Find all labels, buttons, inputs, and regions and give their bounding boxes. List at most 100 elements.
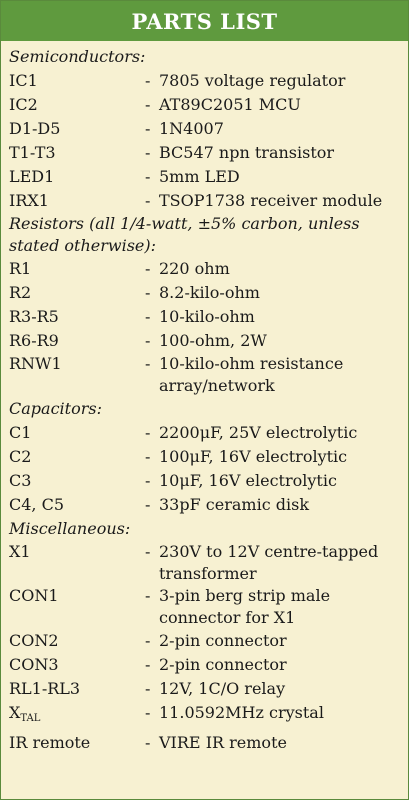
separator-dash: - [145,167,151,186]
part-ref-text: R6-R9 [9,331,59,350]
part-ref-text: D1-D5 [9,119,61,138]
separator-dash: - [145,586,151,605]
separator-dash: - [145,679,151,698]
part-ref-text: C1 [9,423,32,442]
part-description: 11.0592MHz crystal [159,701,400,731]
part-description: BC547 npn transistor [159,141,400,165]
part-ref: X1 [9,541,145,585]
separator-dash: - [145,259,151,278]
part-ref-text: R2 [9,283,32,302]
part-ref-text: IRX1 [9,191,49,210]
part-description: 12V, 1C/O relay [159,677,400,701]
part-description: TSOP1738 receiver module [159,189,400,213]
part-row: CON2 -2-pin connector [9,629,400,653]
separator-dash: - [145,631,151,650]
part-ref-text: R1 [9,259,32,278]
part-description: 10μF, 16V electrolytic [159,469,400,493]
part-description: 220 ohm [159,257,400,281]
separator-dash: - [145,307,151,326]
part-description-line: 230V to 12V centre-tapped [159,542,379,561]
part-description-line: transformer [159,564,257,583]
section-heading: Miscellaneous: [9,519,131,538]
section-heading: Semiconductors: [9,47,146,66]
part-row: C3 -10μF, 16V electrolytic [9,469,400,493]
part-description-line: VIRE IR remote [159,733,287,752]
separator-dash: - [145,703,151,722]
separator-dash: - [145,733,151,752]
part-ref-text: CON2 [9,631,59,650]
part-row: R3-R5-10-kilo-ohm [9,305,400,329]
part-row: T1-T3 -BC547 npn transistor [9,141,400,165]
part-ref: IC1 [9,69,145,93]
part-ref-subscript: TAL [20,713,41,724]
part-row: LED1 -5mm LED [9,165,400,189]
part-ref: XTAL [9,701,145,731]
part-ref: C1 [9,421,145,445]
separator-dash: - [145,655,151,674]
part-description: 2200μF, 25V electrolytic [159,421,400,445]
part-ref: LED1 [9,165,145,189]
part-description: 2-pin connector [159,629,400,653]
part-description-line: 5mm LED [159,167,240,186]
part-ref: IC2 [9,93,145,117]
part-description: 100-ohm, 2W [159,329,400,353]
part-ref: C3 [9,469,145,493]
separator-dash: - [145,495,151,514]
part-ref-text: IR remote [9,733,91,752]
part-description-line: 3-pin berg strip male [159,586,331,605]
part-description-line: BC547 npn transistor [159,143,335,162]
part-row: D1-D5-1N4007 [9,117,400,141]
part-ref-text: T1-T3 [9,143,56,162]
part-ref: R3-R5 [9,305,145,329]
part-description: 5mm LED [159,165,400,189]
separator-dash: - [145,423,151,442]
part-row: R6-R9 -100-ohm, 2W [9,329,400,353]
part-ref-text: CON3 [9,655,59,674]
part-description: 10-kilo-ohm [159,305,400,329]
parts-list-title: PARTS LIST [1,1,408,41]
separator-dash: - [145,143,151,162]
part-ref-text: X [9,703,21,722]
part-description: 8.2-kilo-ohm [159,281,400,305]
part-row: R1 -220 ohm [9,257,400,281]
part-ref: RNW1 [9,353,145,397]
parts-list-body: Semiconductors:IC1-7805 voltage regulato… [1,41,408,755]
part-description-line: 2-pin connector [159,655,287,674]
part-description: VIRE IR remote [159,731,400,755]
part-description: 3-pin berg strip male connector for X1 [159,585,400,629]
separator-dash: - [145,191,151,210]
separator-dash: - [145,447,151,466]
part-ref: IR remote [9,731,145,755]
separator-dash: - [145,283,151,302]
part-ref-text: IC2 [9,95,38,114]
part-description: 2-pin connector [159,653,400,677]
part-description-line: array/network [159,376,275,395]
part-ref: C4, C5 [9,493,145,517]
part-ref-text: X1 [9,542,31,561]
part-description-line: 8.2-kilo-ohm [159,283,260,302]
part-row: IC2-AT89C2051 MCU [9,93,400,117]
part-row: X1 -230V to 12V centre-tapped transformer [9,541,400,585]
separator-dash: - [145,471,151,490]
part-description: 100μF, 16V electrolytic [159,445,400,469]
part-ref: R6-R9 [9,329,145,353]
part-row: RL1-RL3 -12V, 1C/O relay [9,677,400,701]
part-description-line: 10μF, 16V electrolytic [159,471,337,490]
part-ref: RL1-RL3 [9,677,145,701]
part-description-line: 2200μF, 25V electrolytic [159,423,358,442]
part-ref-text: RL1-RL3 [9,679,81,698]
part-description: AT89C2051 MCU [159,93,400,117]
part-description-line: AT89C2051 MCU [159,95,301,114]
part-ref: R2 [9,281,145,305]
part-ref-text: LED1 [9,167,55,186]
separator-dash: - [145,331,151,350]
part-description-line: 33pF ceramic disk [159,495,310,514]
part-ref-text: C3 [9,471,32,490]
part-description-line: 100μF, 16V electrolytic [159,447,348,466]
separator-dash: - [145,542,151,561]
part-description-line: connector for X1 [159,608,296,627]
